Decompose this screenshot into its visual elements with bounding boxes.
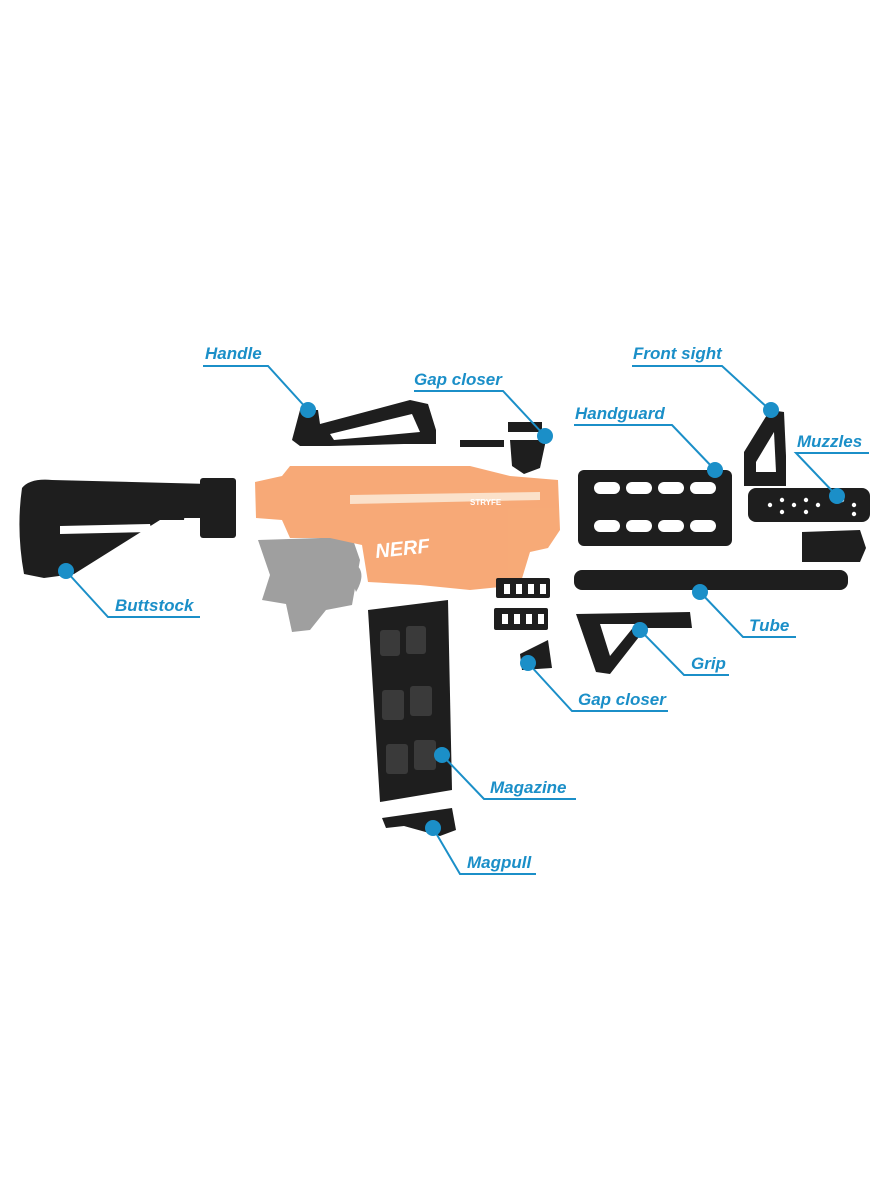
part-details (60, 414, 857, 774)
label-grip: Grip (691, 654, 726, 673)
callout-gap-closer-top: Gap closer (414, 370, 553, 444)
blaster-stripe (350, 492, 540, 504)
label-handle: Handle (205, 344, 262, 363)
blaster-model-mark: STRYFE (470, 498, 502, 507)
blaster-rail (390, 474, 460, 490)
callout-muzzles: Muzzles (793, 432, 869, 504)
label-handguard: Handguard (575, 404, 665, 423)
callout-magpull: Magpull (425, 820, 536, 875)
gap-closer-top-parts (460, 422, 546, 474)
callout-magazine: Magazine (434, 747, 576, 800)
label-gap-closer-top: Gap closer (414, 370, 503, 389)
handle-part (292, 400, 436, 446)
label-tube: Tube (749, 616, 789, 635)
label-magpull: Magpull (467, 853, 532, 872)
blaster-trigger (344, 560, 362, 592)
callouts: Handle Gap closer Handguard Front sight … (58, 344, 869, 875)
callout-gap-closer-bottom: Gap closer (520, 655, 668, 712)
callout-buttstock: Buttstock (58, 563, 200, 618)
label-buttstock: Buttstock (115, 596, 195, 615)
callout-tube: Tube (692, 584, 796, 638)
label-front-sight: Front sight (633, 344, 723, 363)
blaster-body: STRYFE NERF (255, 466, 560, 632)
label-magazine: Magazine (490, 778, 567, 797)
label-muzzles: Muzzles (797, 432, 862, 451)
handguard-part (578, 470, 732, 546)
tube-part (574, 570, 848, 590)
callout-front-sight: Front sight (632, 344, 779, 418)
label-gap-closer-bottom: Gap closer (578, 690, 667, 709)
callout-handle: Handle (203, 344, 316, 418)
magpull-part (382, 808, 456, 836)
blaster-grip (258, 537, 360, 632)
callout-handguard: Handguard (574, 404, 723, 478)
muzzles-part (748, 488, 870, 562)
callout-grip: Grip (632, 622, 729, 676)
